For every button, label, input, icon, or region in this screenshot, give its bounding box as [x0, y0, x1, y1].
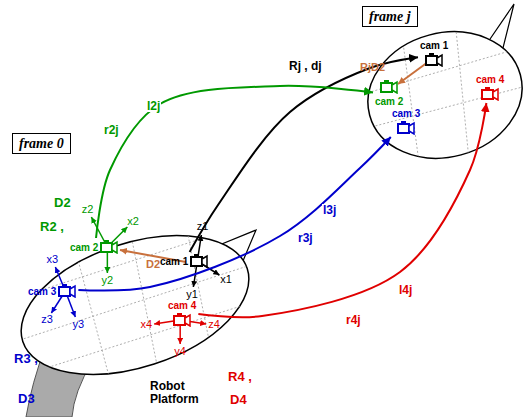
- axis-label: x3: [46, 254, 58, 266]
- camera-icon: [58, 284, 76, 298]
- annotation: R2 ,: [40, 220, 64, 234]
- camera-name: cam 2: [70, 242, 98, 253]
- axis-label: z2: [82, 204, 94, 216]
- axis-label: z4: [208, 319, 220, 331]
- annotation: r3j: [298, 232, 313, 245]
- frame-label-box: frame 0: [12, 133, 71, 154]
- camera: cam 4: [168, 300, 196, 327]
- axis-label: x4: [140, 319, 152, 331]
- camera-name: cam 2: [375, 96, 403, 107]
- camera-icon: [190, 254, 208, 268]
- platform-grid: [10, 220, 260, 380]
- camera-icon: [173, 313, 191, 327]
- camera: cam 1: [420, 40, 448, 67]
- axis-label: z1: [197, 221, 209, 233]
- coordinate-axes: [51, 217, 219, 344]
- annotation: D2: [54, 196, 71, 210]
- annotation: Robot Platform: [150, 380, 214, 405]
- camera-name: cam 4: [168, 300, 196, 311]
- annotation: RjD2: [360, 62, 385, 74]
- platform-grid: [360, 20, 529, 170]
- edge-label: l4j: [398, 284, 413, 296]
- camera-name: cam 1: [160, 256, 188, 267]
- edge-label: l3j: [322, 204, 337, 216]
- axis-label: y3: [72, 319, 84, 331]
- camera: cam 2: [375, 80, 403, 107]
- camera: cam 2: [70, 240, 118, 254]
- camera-icon: [425, 53, 443, 67]
- pose-curve: [78, 137, 390, 291]
- annotation: D3: [18, 392, 35, 406]
- annotation: R4 ,: [228, 370, 252, 384]
- camera: cam 3: [28, 284, 76, 298]
- camera-name: cam 3: [392, 108, 420, 119]
- platform-ellipse: [354, 15, 529, 175]
- camera-icon: [380, 80, 398, 94]
- camera: cam 4: [476, 74, 504, 101]
- offset-arrow: [398, 62, 428, 84]
- platform-ellipse: [4, 210, 267, 401]
- camera-icon: [100, 240, 118, 254]
- axis-label: y4: [174, 346, 186, 358]
- annotation: D4: [230, 393, 247, 407]
- camera-name: cam 4: [476, 74, 504, 85]
- annotation: r2j: [104, 124, 119, 137]
- axis-label: x2: [127, 216, 139, 228]
- camera: cam 1: [160, 254, 208, 268]
- pose-curve: [96, 86, 373, 238]
- camera: cam 3: [392, 108, 420, 135]
- edge-label: Rj , dj: [288, 60, 323, 72]
- frame-label-box: frame j: [362, 6, 418, 27]
- axis-label: y1: [186, 289, 198, 301]
- annotation: R3 ,: [14, 352, 38, 366]
- camera-name: cam 3: [28, 286, 56, 297]
- frame-name: frame j: [369, 9, 411, 24]
- axis-label: y2: [102, 275, 114, 287]
- camera-icon: [397, 121, 415, 135]
- pose-curve: [198, 103, 486, 317]
- axis-label: x1: [220, 274, 232, 286]
- camera-name: cam 1: [420, 40, 448, 51]
- edge-label: l2j: [146, 100, 161, 112]
- frame-name: frame 0: [19, 136, 64, 151]
- annotation: D2: [146, 259, 160, 271]
- axis-label: z3: [41, 314, 53, 326]
- camera-icon: [481, 87, 499, 101]
- annotation: r4j: [346, 314, 361, 327]
